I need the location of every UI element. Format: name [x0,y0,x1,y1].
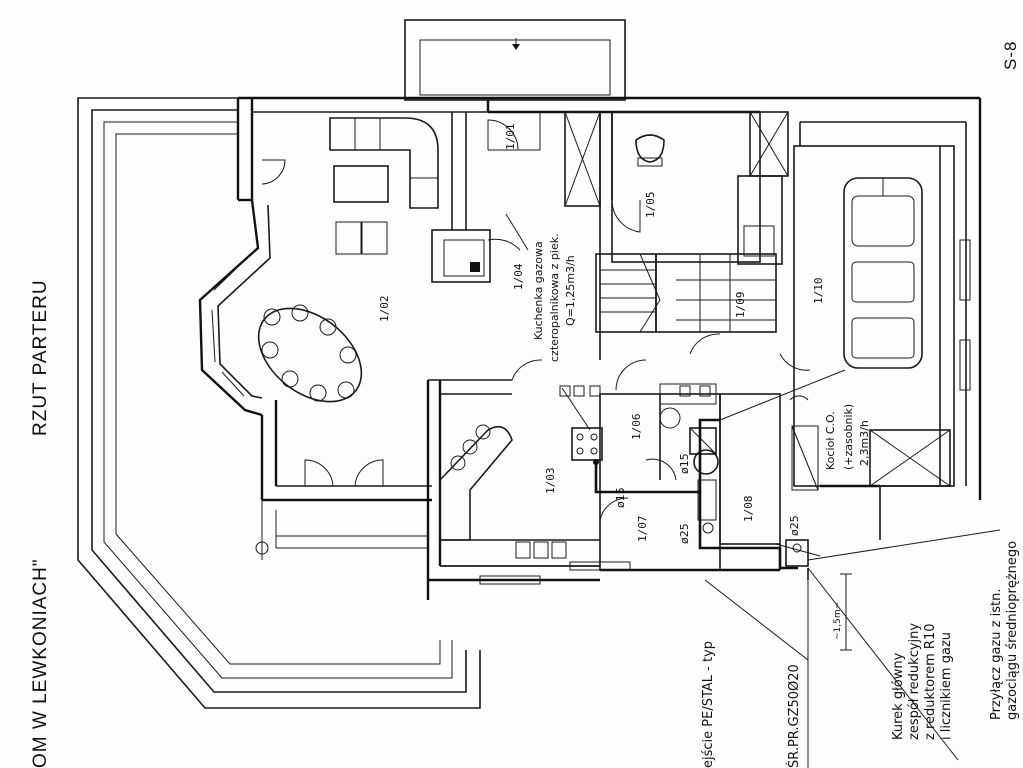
pipe-spec-note: ŚR.PR.GZ50Ø20 [786,664,802,768]
room-label-1-01: 1/01 [504,124,517,151]
room-label-1-03: 1/03 [544,468,557,495]
terrace-outline [77,97,481,709]
pipe-label-25a: ø25 [678,523,691,544]
lower-walls [255,500,781,600]
plan-title: RZUT PARTERU [30,279,51,436]
room-label-1-06: 1/06 [630,414,643,441]
sheet-number: S-8 [1001,41,1020,70]
pipe-label-15a: ø15 [678,453,691,474]
boiler-note-line1: Kocioł C.O. [824,411,837,470]
main-valve-line2: zespół redukcyjny [907,623,922,740]
room-label-1-02: 1/02 [378,296,391,323]
boiler-note-line2: (+zasobnik) [842,404,855,470]
room-label-1-10: 1/10 [812,278,825,305]
stairs [595,253,811,405]
stove-note-line1: Kuchenka gazowa [532,241,545,340]
stove-note-line3: Q=1,25m3/h [564,255,577,326]
pipe-label-15b: ø15 [614,487,627,508]
boiler-note-line3: 2,3m3/h [858,420,871,466]
garage [793,98,982,540]
pipe-material-note: ejście PE/STAL - typ [701,641,716,768]
dimension-label: ~1,5m~ [833,602,843,640]
stove-note-line2: czteropalnikowa z piek. [548,233,561,362]
room-label-1-04: 1/04 [512,263,525,290]
connection-line1: Przyłącz gazu z istn. [989,589,1004,720]
room-label-1-07: 1/07 [636,516,649,543]
main-valve-line4: i licznikiem gazu [939,632,954,740]
room-label-1-08: 1/08 [742,496,755,523]
house-walls [198,96,512,580]
pipe-label-25b: ø25 [788,515,801,536]
main-valve-line3: z reduktorem R10 [923,623,938,740]
connection-line2: gazociągu średnioprężnego [1005,541,1020,720]
main-valve-line1: Kurek główny [891,652,906,740]
gas-pipe [561,369,1001,768]
bathroom [611,111,789,265]
room-label-1-05: 1/05 [644,192,657,219]
project-title: OM W LEWKONIACH" [30,558,51,768]
living-furniture [257,117,439,403]
room-label-1-09: 1/09 [734,292,747,319]
